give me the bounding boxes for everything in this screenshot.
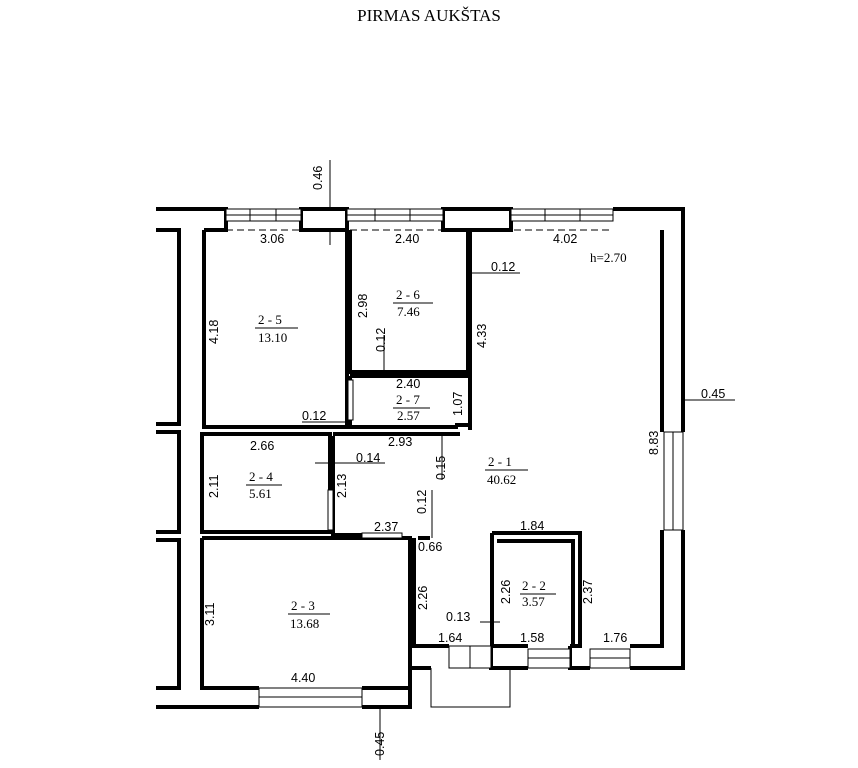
dim-label: 3.11 bbox=[203, 603, 217, 626]
dim-label: 0.46 bbox=[311, 166, 325, 190]
room-2-2-label: 2 - 2 bbox=[522, 578, 546, 593]
dim-label: 2.40 bbox=[395, 232, 419, 246]
dim-label: 4.18 bbox=[207, 320, 221, 344]
dim-label: 0.12 bbox=[302, 409, 326, 423]
dim-label: 0.13 bbox=[446, 610, 470, 624]
dim-label: 0.45 bbox=[373, 732, 387, 756]
walls bbox=[156, 207, 685, 709]
dim-label: 0.12 bbox=[374, 328, 388, 352]
wall-top-mid bbox=[441, 207, 513, 232]
room-2-7-area: 2.57 bbox=[397, 408, 420, 423]
dim-label: 2.37 bbox=[374, 520, 398, 534]
room-2-5-label: 2 - 5 bbox=[258, 312, 282, 327]
plan-title: PIRMAS AUKŠTAS bbox=[357, 6, 501, 25]
wall-room-2-4 bbox=[200, 432, 460, 534]
windows bbox=[225, 208, 684, 708]
dim-label: 0.66 bbox=[418, 540, 442, 554]
ceiling-height-note: h=2.70 bbox=[590, 250, 627, 265]
wall-top-pier bbox=[299, 207, 349, 232]
door-2-7 bbox=[347, 379, 354, 421]
dimension-arrows bbox=[302, 160, 735, 760]
room-2-1-area: 40.62 bbox=[487, 472, 516, 487]
dim-label: 0.12 bbox=[491, 260, 515, 274]
dim-label: 1.76 bbox=[603, 631, 627, 645]
dim-label: 4.40 bbox=[291, 671, 315, 685]
dimension-labels: 0.46 3.06 2.40 4.02 0.12 2.98 4.18 0.12 … bbox=[203, 166, 725, 756]
wall-door-jamb bbox=[412, 536, 430, 646]
dim-label: 3.06 bbox=[260, 232, 284, 246]
dim-label: 2.66 bbox=[250, 439, 274, 453]
wall-left-3 bbox=[156, 538, 181, 690]
porch-outline bbox=[430, 668, 511, 708]
dim-label: 2.26 bbox=[499, 580, 513, 604]
dim-label: 1.84 bbox=[520, 519, 544, 533]
dim-label: 2.98 bbox=[356, 294, 370, 318]
dim-label: 0.14 bbox=[356, 451, 380, 465]
wall-room-2-3 bbox=[200, 536, 412, 690]
dim-label: 2.13 bbox=[335, 474, 349, 498]
dim-label: 2.11 bbox=[207, 475, 221, 498]
dim-label: 1.58 bbox=[520, 631, 544, 645]
room-2-6-area: 7.46 bbox=[397, 304, 420, 319]
wall-partition-2-1 bbox=[455, 230, 472, 427]
room-2-4-area: 5.61 bbox=[249, 486, 272, 501]
room-2-3-label: 2 - 3 bbox=[291, 598, 315, 613]
door-2-4 bbox=[327, 489, 334, 531]
room-2-4-label: 2 - 4 bbox=[249, 469, 273, 484]
door-corridor bbox=[361, 532, 403, 539]
dim-label: 2.93 bbox=[388, 435, 412, 449]
dim-label: 1.07 bbox=[451, 392, 465, 416]
room-2-5-area: 13.10 bbox=[258, 330, 287, 345]
wall-top-left bbox=[156, 207, 228, 232]
wall-corridor bbox=[331, 436, 362, 537]
dim-label: 8.83 bbox=[647, 431, 661, 455]
wall-left-2 bbox=[156, 430, 181, 534]
dim-label: 1.64 bbox=[438, 631, 462, 645]
room-2-6-label: 2 - 6 bbox=[396, 287, 420, 302]
dim-label: 4.02 bbox=[553, 232, 577, 246]
room-2-2-area: 3.57 bbox=[522, 594, 545, 609]
dim-label: 2.26 bbox=[416, 586, 430, 610]
wall-room-2-5 bbox=[202, 230, 349, 429]
dim-label: 0.12 bbox=[415, 490, 429, 514]
wall-left-1 bbox=[156, 228, 181, 426]
dim-label: 2.40 bbox=[396, 377, 420, 391]
dim-label: 0.15 bbox=[434, 456, 448, 480]
room-2-7-label: 2 - 7 bbox=[396, 392, 420, 407]
room-labels: 2 - 5 13.10 2 - 6 7.46 2 - 7 2.57 2 - 4 … bbox=[246, 250, 627, 631]
wall-right bbox=[613, 207, 685, 670]
dim-label: 0.45 bbox=[701, 387, 725, 401]
dim-label: 2.37 bbox=[581, 580, 595, 604]
room-2-3-area: 13.68 bbox=[290, 616, 319, 631]
room-2-1-label: 2 - 1 bbox=[488, 454, 512, 469]
dim-label: 4.33 bbox=[475, 324, 489, 348]
